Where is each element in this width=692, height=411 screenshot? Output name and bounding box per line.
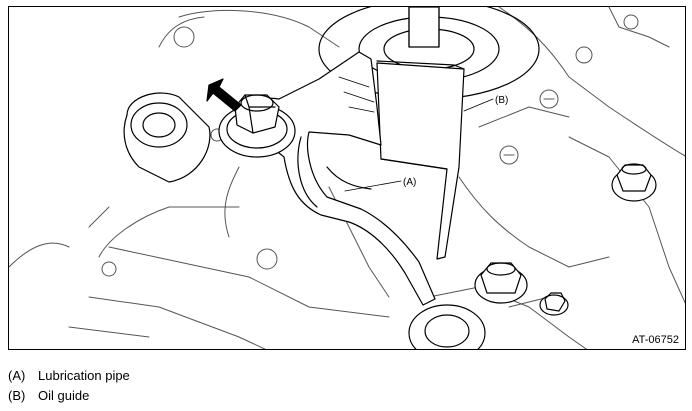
right-bolt-lower (474, 262, 528, 304)
leader-line-a (344, 180, 402, 192)
callout-a: (A) (403, 177, 416, 188)
legend-label: Oil guide (38, 388, 90, 403)
callout-b: (B) (495, 95, 508, 106)
transmission-illustration: (A) (B) (9, 7, 685, 349)
legend-label: Lubrication pipe (38, 368, 130, 383)
diagram-frame: (A) (B) AT-06752 (8, 6, 686, 350)
arrow-marker (206, 78, 242, 112)
left-boss (123, 92, 211, 183)
right-bolt-upper (611, 163, 657, 202)
figure-code: AT-06752 (632, 334, 679, 346)
legend-item: (A) Lubrication pipe (8, 366, 130, 386)
leader-line-b (463, 98, 494, 112)
legend: (A) Lubrication pipe (B) Oil guide (8, 366, 130, 406)
legend-key: (A) (8, 368, 26, 383)
oil-guide (376, 60, 465, 260)
small-bolt (539, 292, 569, 316)
bottom-port (408, 304, 486, 349)
bolt (218, 94, 296, 158)
legend-item: (B) Oil guide (8, 386, 130, 406)
legend-key: (B) (8, 388, 26, 403)
transmission-case (9, 7, 685, 349)
